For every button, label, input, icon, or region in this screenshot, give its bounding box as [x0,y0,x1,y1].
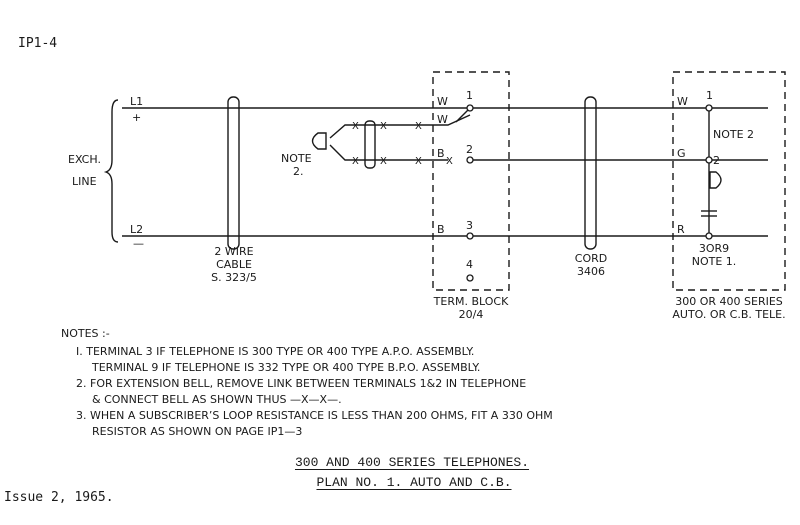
term-w: W [437,95,448,108]
tel1-node [705,104,713,112]
term-b-low: B [437,223,445,236]
cross-mark: X [380,121,387,132]
tel-label-2: AUTO. OR C.B. TELE. [672,308,786,321]
line2-label: L2 [130,223,144,236]
bell-wire-upper [329,114,471,139]
line1-sign: + [132,111,142,124]
page-title-line1: 300 AND 400 SERIES TELEPHONES. [294,455,530,470]
cross-mark: X [380,156,387,167]
note-item: & CONNECT BELL AS SHOWN THUS —X—X—. [92,393,342,406]
cord-label-2: 3406 [577,265,605,278]
note-item: RESISTOR AS SHOWN ON PAGE IP1—3 [92,425,303,438]
issue-label: Issue 2, 1965. [4,490,114,505]
exch-label-2: LINE [72,175,97,188]
cord-label-1: CORD [574,252,608,265]
page-title-line2: PLAN NO. 1. AUTO AND C.B. [316,475,512,490]
note2-left-2: 2. [293,165,304,178]
term-w-link: W [437,113,448,126]
term4-node [466,274,474,282]
tel-bell-symbol [709,171,722,189]
cable-label-1: 2 WIRE [214,245,254,258]
term3-node [466,232,474,240]
page-ref: IP1-4 [18,36,58,51]
bell-cable-loop [364,120,376,169]
cable-label-2: CABLE [216,258,252,271]
term-n2: 2 [466,143,473,156]
bell-wire-lower [329,144,448,161]
cable-label-3: S. 323/5 [211,271,257,284]
line1-label: L1 [130,95,144,108]
term-b-mid: B [437,147,445,160]
term-n4: 4 [466,258,473,271]
term-n1: 1 [466,89,473,102]
exch-label-1: EXCH. [68,153,101,166]
term-block-box [432,71,510,291]
term-block-label-2: 20/4 [458,308,484,321]
tel-3or9: 3OR9 [698,242,730,255]
term-block-label-1: TERM. BLOCK [433,295,509,308]
cross-mark: X [352,156,359,167]
tel-note2: NOTE 2 [713,128,755,141]
term2-node [466,156,474,164]
tel-note1: NOTE 1. [691,255,737,268]
tel2-node [705,156,713,164]
cord-loop [584,96,597,250]
tel-r: R [677,223,685,236]
cable-loop [227,96,240,250]
note-item: TERMINAL 9 IF TELEPHONE IS 332 TYPE OR 4… [92,361,481,374]
note-item: 3. WHEN A SUBSCRIBER’S LOOP RESISTANCE I… [76,409,553,422]
note-item: 2. FOR EXTENSION BELL, REMOVE LINK BETWE… [76,377,527,390]
note-item: I. TERMINAL 3 IF TELEPHONE IS 300 TYPE O… [76,345,475,358]
term-n3: 3 [466,219,473,232]
bell-left-symbol [311,132,327,150]
line2-sign: — [133,237,144,250]
tel-label-1: 300 OR 400 SERIES [675,295,783,308]
notes-heading: NOTES :- [61,327,110,340]
note2-left-1: NOTE [281,152,312,165]
tel-g: G [677,147,686,160]
term1-node [466,104,474,112]
tel-w: W [677,95,688,108]
telephone-box [672,71,786,291]
cross-mark: X [415,121,422,132]
tel-n2: 2 [713,154,720,167]
cross-mark: X [446,156,453,167]
cross-mark: X [415,156,422,167]
tel3-node [705,232,713,240]
exch-line-brace [103,99,119,243]
tel-n1: 1 [706,89,713,102]
cross-mark: X [352,121,359,132]
